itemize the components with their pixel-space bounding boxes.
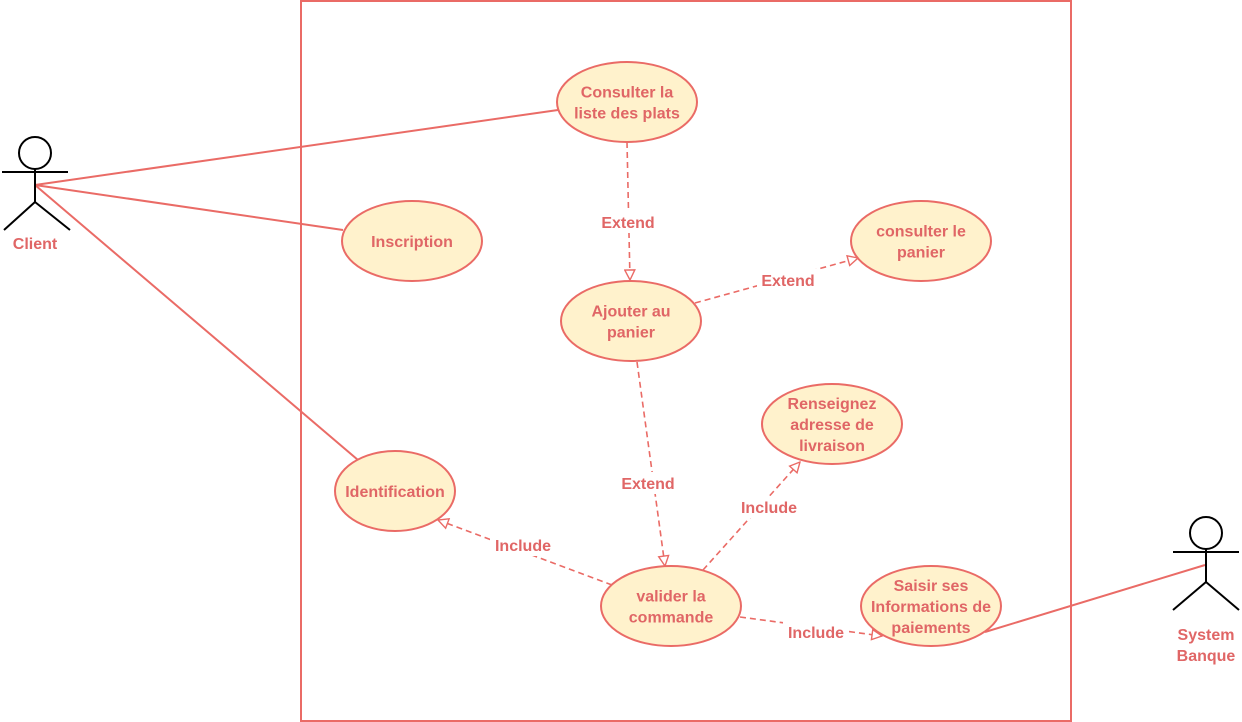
label-line: Informations de	[871, 599, 991, 616]
associations	[34, 109, 1206, 633]
label-line: Banque	[1177, 648, 1236, 665]
usecase-label: consulter le panier	[876, 224, 966, 262]
label-line: commande	[629, 610, 714, 627]
label-line: panier	[897, 245, 945, 262]
usecase-label: Consulter la liste des plats	[574, 85, 680, 123]
usecase-label: Inscription	[371, 234, 453, 251]
assoc-banque-saisir[interactable]	[984, 564, 1206, 633]
label-line: Consulter la	[581, 85, 674, 102]
label-line: Identification	[345, 484, 445, 501]
actor-head	[18, 136, 52, 170]
actor-client[interactable]	[2, 136, 71, 231]
label-line: livraison	[799, 438, 865, 455]
usecase-renseignez-adresse[interactable]	[761, 383, 903, 465]
label-line: adresse de	[790, 417, 874, 434]
usecase-consulter-liste[interactable]	[556, 61, 698, 143]
extend-label: Extend	[761, 273, 814, 290]
usecase-ajouter-panier[interactable]	[560, 280, 702, 362]
extend-label: Extend	[601, 215, 654, 232]
extend-line-ajouter-valider[interactable]	[636, 361, 665, 566]
actor-leg-right	[1205, 581, 1240, 611]
actor-leg-left	[1172, 581, 1207, 611]
include-label: Include	[741, 500, 797, 517]
usecase-valider-commande[interactable]	[600, 565, 742, 647]
label-line: System	[1178, 627, 1235, 644]
actor-system-banque[interactable]	[1172, 516, 1240, 611]
usecase-label: Renseignez adresse de livraison	[788, 396, 877, 455]
assoc-client-identification[interactable]	[34, 184, 359, 461]
assoc-client-consulter-liste[interactable]	[34, 109, 559, 186]
label-line: Renseignez	[788, 396, 877, 413]
include-label: Include	[495, 538, 551, 555]
usecase-label: Identification	[345, 484, 445, 501]
actor-leg-left	[3, 201, 36, 231]
usecase-saisir-paiement[interactable]	[860, 565, 1002, 647]
extend-line-liste-ajouter[interactable]	[627, 141, 630, 280]
label-line: Client	[13, 236, 58, 253]
label-line: paiements	[891, 620, 970, 637]
usecase-label: Ajouter au panier	[591, 304, 670, 342]
actor-head	[1189, 516, 1223, 550]
usecase-label: valider la commande	[629, 589, 714, 627]
label-line: liste des plats	[574, 106, 680, 123]
actor-client-label: Client	[13, 236, 58, 253]
usecase-inscription[interactable]	[341, 200, 483, 282]
label-line: consulter le	[876, 224, 966, 241]
label-line: panier	[607, 325, 655, 342]
usecase-consulter-panier[interactable]	[850, 200, 992, 282]
label-line: valider la	[636, 589, 705, 606]
label-line: Ajouter au	[591, 304, 670, 321]
actor-leg-right	[34, 201, 71, 231]
relation-labels: Extend Extend Extend Include Include Inc…	[490, 211, 849, 643]
usecase-identification[interactable]	[334, 450, 456, 532]
label-line: Inscription	[371, 234, 453, 251]
extend-label: Extend	[621, 476, 674, 493]
system-boundary	[300, 0, 1072, 722]
label-line: Saisir ses	[894, 578, 969, 595]
use-cases	[334, 61, 1002, 647]
assoc-client-inscription[interactable]	[34, 184, 344, 231]
include-label: Include	[788, 625, 844, 642]
